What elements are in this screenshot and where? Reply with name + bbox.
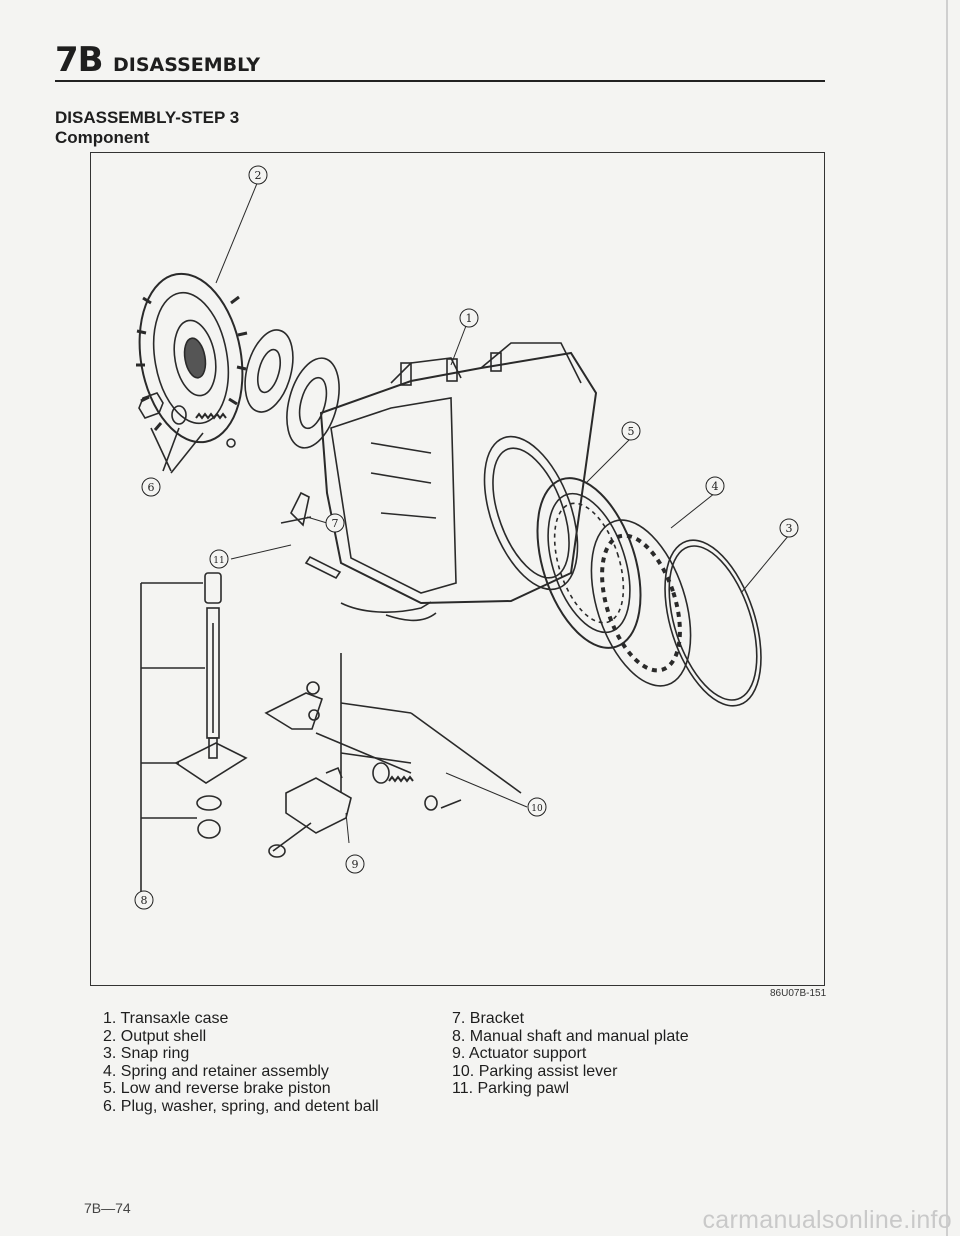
legend-item: 5. Low and reverse brake piston	[103, 1080, 331, 1097]
step-heading: DISASSEMBLY-STEP 3 Component	[55, 108, 239, 148]
callout-4: 4	[705, 476, 725, 496]
section-title: DISASSEMBLY	[113, 54, 261, 76]
legend-item: 11. Parking pawl	[452, 1080, 570, 1097]
page-header: 7B DISASSEMBLY	[55, 40, 260, 80]
legend-item: 4. Spring and retainer assembly	[103, 1062, 329, 1080]
spring-retainer-part	[590, 519, 692, 687]
detent-ball-parts	[138, 392, 236, 474]
leader-lines	[215, 180, 790, 844]
svg-text:5: 5	[628, 425, 635, 438]
step-subtitle: Component	[55, 128, 150, 147]
svg-text:7: 7	[332, 517, 339, 530]
callout-6: 6	[141, 477, 161, 497]
callout-1: 1	[459, 308, 479, 328]
callout-9: 9	[345, 854, 365, 874]
svg-text:11: 11	[213, 556, 224, 566]
callout-3: 3	[779, 518, 799, 538]
scan-edge-line	[946, 0, 948, 1236]
legend-item: 2. Output shell	[103, 1027, 207, 1045]
step-title: DISASSEMBLY-STEP 3	[55, 108, 240, 127]
transaxle-case-part	[319, 342, 598, 605]
legend-item: 7. Bracket	[452, 1010, 525, 1027]
section-code: 7B	[55, 40, 104, 80]
svg-text:1: 1	[466, 312, 473, 325]
callout-layer: 1 2 3 4 5 6 7 8 9 10 11	[134, 165, 799, 910]
legend-item: 1. Transaxle case	[103, 1010, 229, 1027]
header-divider	[55, 80, 825, 82]
svg-text:2: 2	[255, 169, 262, 182]
callout-8: 8	[134, 890, 154, 910]
legend-item: 6. Plug, washer, spring, and detent ball	[103, 1097, 379, 1115]
figure-code: 86U07B-151	[770, 988, 827, 999]
parking-lever-part	[264, 653, 522, 811]
svg-text:6: 6	[148, 481, 155, 494]
page-number: 7B—74	[84, 1200, 131, 1216]
callout-10: 10	[527, 797, 547, 817]
svg-text:8: 8	[141, 894, 148, 907]
legend-left-list: 1. Transaxle case 2. Output shell 3. Sna…	[103, 1010, 379, 1115]
callout-2: 2	[248, 165, 268, 185]
legend-item: 10. Parking assist lever	[452, 1062, 618, 1080]
output-shell-part	[136, 272, 248, 444]
snap-ring-part	[664, 539, 762, 707]
callout-11: 11	[209, 549, 229, 569]
callout-7: 7	[325, 513, 345, 533]
brake-piston-part	[536, 477, 642, 649]
svg-text:10: 10	[531, 804, 543, 814]
callout-5: 5	[621, 421, 641, 441]
actuator-support-part	[268, 766, 352, 858]
svg-text:3: 3	[786, 522, 793, 535]
legend-right-list: 7. Bracket 8. Manual shaft and manual pl…	[452, 1010, 689, 1098]
legend-item: 9. Actuator support	[452, 1045, 587, 1062]
exploded-view-drawing: 1 2 3 4 5 6 7 8 9 10 11	[134, 165, 799, 910]
svg-text:9: 9	[352, 858, 359, 871]
watermark-text: carmanualsonline.info	[702, 1206, 952, 1234]
exploded-view-figure: 1 2 3 4 5 6 7 8 9 10 11	[90, 152, 825, 986]
svg-text:4: 4	[712, 480, 719, 493]
legend-item: 3. Snap ring	[103, 1045, 190, 1062]
manual-shaft-part	[140, 572, 248, 893]
legend-item: 8. Manual shaft and manual plate	[452, 1027, 689, 1045]
